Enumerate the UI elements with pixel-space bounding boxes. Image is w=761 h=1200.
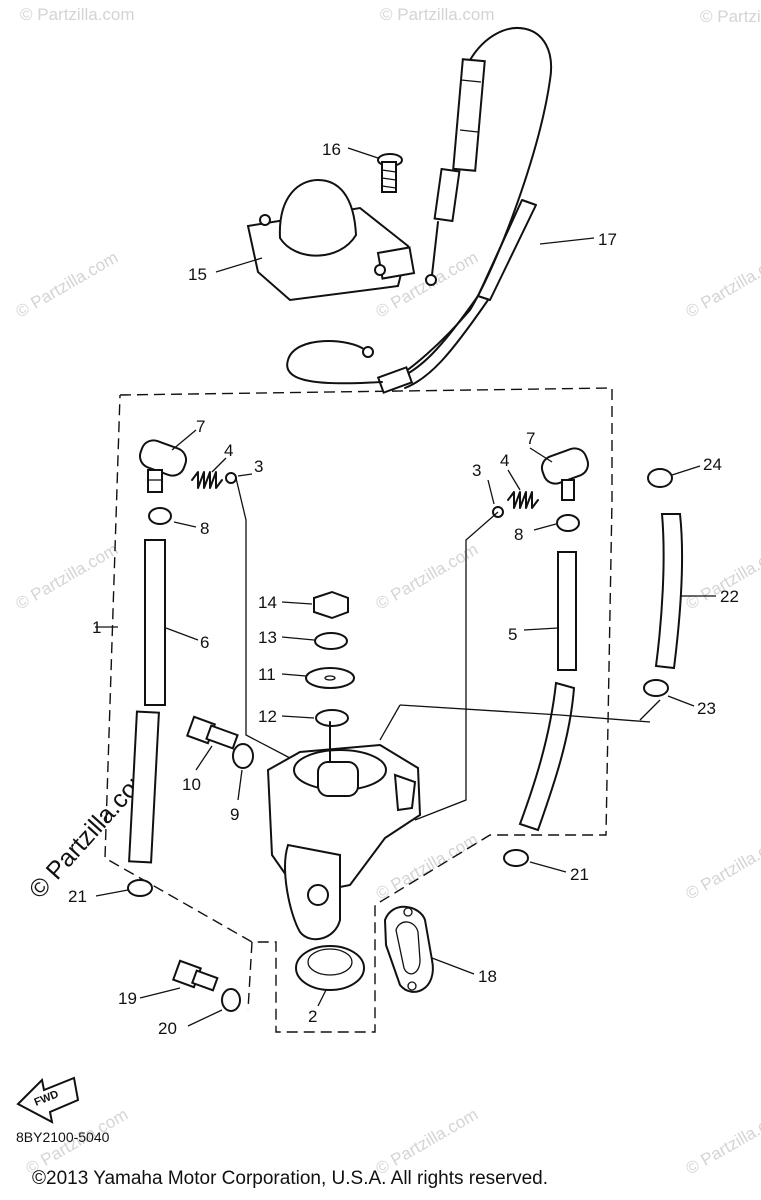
callout-4-right: 4 [500,451,509,470]
washer-12 [315,709,349,727]
copyright-notice: ©2013 Yamaha Motor Corporation, U.S.A. A… [32,1168,548,1189]
watermark: © Partzilla.com [380,5,495,24]
callout-3-left: 3 [254,457,263,476]
watermark: © Partzilla.com [700,7,761,26]
callout-14: 14 [258,593,277,612]
bolt-19 [171,959,219,992]
callout-1: 1 [92,618,101,637]
routing-line-left [235,477,291,759]
callout-6: 6 [200,633,209,652]
routing-line-mount [639,699,661,721]
callout-13: 13 [258,628,277,647]
diagram-code: 8BY2100-5040 [16,1129,110,1145]
clip-23 [643,679,669,697]
callouts: 16 17 15 7 4 3 7 4 3 24 8 8 14 13 11 12 … [68,140,739,1038]
elbow-7-left [138,439,188,493]
callout-20: 20 [158,1019,177,1038]
watermark: © Partzilla.com [373,830,482,904]
clip-21-left [127,879,153,897]
callout-4-left: 4 [224,441,233,460]
assembly-boundary-upper [104,387,613,1033]
callout-21-right: 21 [570,865,589,884]
clip-24 [647,468,673,488]
fwd-arrow-icon: FWD [16,1076,80,1124]
callout-11: 11 [258,665,276,684]
spring-4-left [191,471,223,489]
bolt-10 [185,715,239,750]
hose-22 [654,513,684,670]
screw-16 [377,153,403,193]
callout-7-left: 7 [196,417,205,436]
callout-7-right: 7 [526,429,535,448]
callout-21-left: 21 [68,887,87,906]
watermark: © Partzilla.com [373,540,482,614]
leader-lines [95,147,716,1027]
clip-8-left [148,507,172,525]
callout-9: 9 [230,805,239,824]
hose-lower-right [518,681,576,832]
routing-line-23 [379,704,401,741]
watermark: © Partzilla.com [683,248,761,322]
watermark: © Partzilla.com [683,830,761,904]
callout-24: 24 [703,455,722,474]
seal-2 [295,945,365,991]
washer-20 [221,988,241,1012]
callout-19: 19 [118,989,137,1008]
routing-line-hose [399,704,651,723]
callout-17: 17 [598,230,617,249]
elbow-7-right [540,447,590,501]
hose-6-lower [128,710,160,864]
nut-14 [313,590,349,620]
ball-3-left [225,472,237,484]
callout-18: 18 [478,967,497,986]
clip-21-right [503,849,529,867]
gasket-18 [383,905,434,993]
callout-8-right: 8 [514,525,523,544]
assembly-boundary-lower [247,941,253,1011]
callout-16: 16 [322,140,341,159]
washer-13 [314,632,348,650]
clip-8-right [556,514,580,532]
callout-3-right: 3 [472,461,481,480]
callout-2: 2 [308,1007,317,1026]
spring-4-right [507,491,539,509]
routing-line-right [414,511,499,821]
washer-11 [305,667,355,689]
cable-17 [286,26,553,394]
washer-11-hole [324,675,336,681]
washer-9 [232,743,254,769]
hose-6-upper [144,539,166,706]
callout-12: 12 [258,707,277,726]
watermark: © Partzilla.com [13,540,122,614]
callout-22: 22 [720,587,739,606]
watermark: © Partzilla.com [683,1105,761,1179]
watermark: © Partzilla.com [20,5,135,24]
cover-15 [246,178,416,302]
watermark: © Partzilla.com [13,248,122,322]
hose-5 [557,551,577,671]
callout-8-left: 8 [200,519,209,538]
callout-15: 15 [188,265,207,284]
callout-23: 23 [697,699,716,718]
callout-5: 5 [508,625,517,644]
pump-body [266,721,422,941]
callout-10: 10 [182,775,201,794]
